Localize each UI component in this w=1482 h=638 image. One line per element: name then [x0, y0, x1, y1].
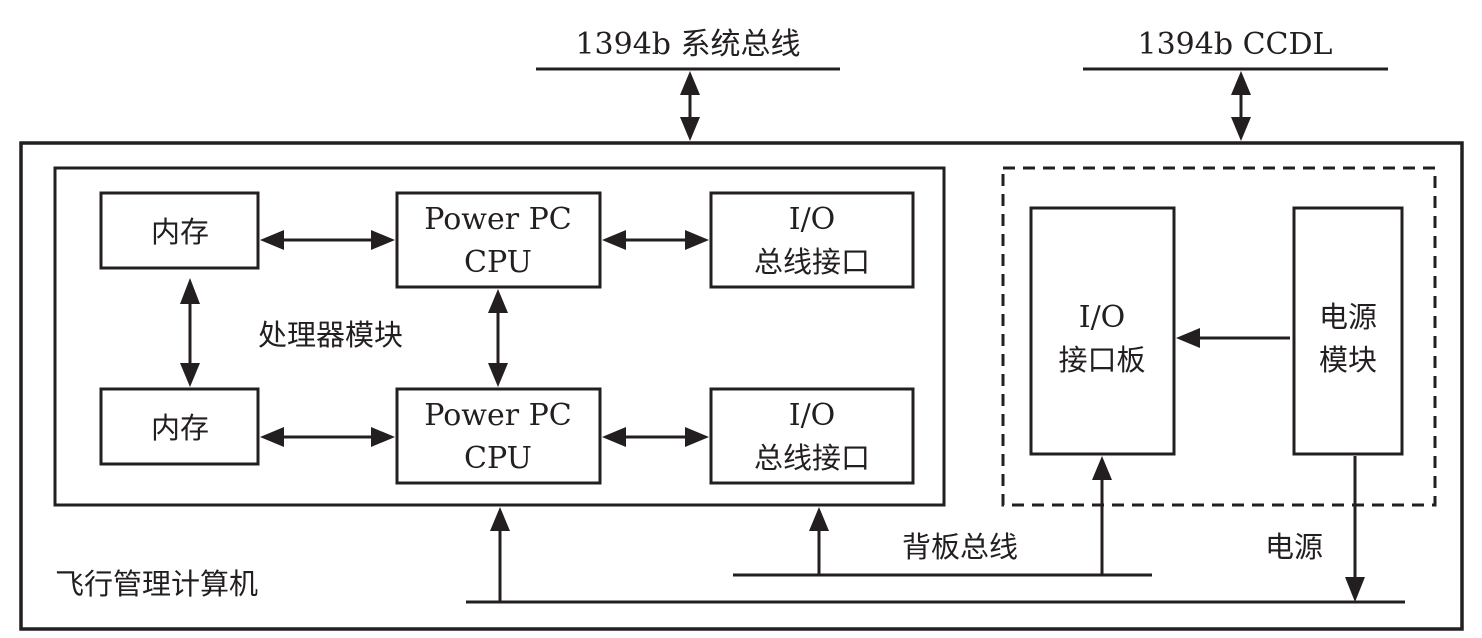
- cpu-label-bottom-line1: Power PC: [424, 398, 571, 433]
- ccdl-bidirectional-arrow: [1231, 71, 1251, 141]
- memory-memory-vertical-arrow: [180, 278, 200, 387]
- power-label: 电源: [1265, 530, 1323, 564]
- io-bus-interface-bottom-line2: 总线接口: [754, 441, 870, 475]
- computer-label: 飞行管理计算机: [55, 567, 258, 601]
- power-module-line2: 模块: [1319, 343, 1377, 377]
- system-bus-label: 1394b 系统总线: [575, 27, 800, 62]
- cpu-label-top-line2: CPU: [464, 245, 532, 280]
- cpu-box-top: [395, 191, 602, 289]
- backplane-to-processor-arrow: [809, 507, 829, 575]
- cpu-box-bottom: [395, 387, 602, 485]
- cpu-label-bottom-line2: CPU: [464, 441, 532, 476]
- io-interface-board-line1: I/O: [1079, 300, 1126, 335]
- io-bus-interface-top-line2: 总线接口: [754, 245, 870, 279]
- cpu-io-arrow-bottom: [602, 427, 709, 447]
- io-bus-interface-box-top: [709, 191, 915, 289]
- ccdl-bus-label: 1394b CCDL: [1138, 27, 1333, 62]
- memory-cpu-arrow-top: [260, 230, 395, 250]
- memory-box-bottom: [99, 387, 260, 466]
- backplane-to-io-board-arrow: [1092, 456, 1112, 575]
- processor-module-label: 处理器模块: [258, 318, 403, 352]
- system-bus-bidirectional-arrow: [680, 71, 700, 141]
- cpu-cpu-vertical-arrow: [488, 289, 508, 387]
- io-interface-board-box: [1029, 206, 1176, 456]
- power-module-box: [1292, 206, 1404, 456]
- backplane-bus-label: 背板总线: [902, 530, 1018, 564]
- io-interface-board-line2: 接口板: [1058, 343, 1145, 377]
- memory-cpu-arrow-bottom: [260, 427, 395, 447]
- cpu-io-arrow-top: [602, 230, 709, 250]
- io-bus-interface-box-bottom: [709, 387, 915, 485]
- memory-label-bottom: 内存: [151, 411, 209, 445]
- io-subsystem-dashed-frame: [1001, 166, 1437, 507]
- flight-management-computer-frame: [19, 141, 1464, 631]
- power-to-processor-arrow: [490, 507, 510, 602]
- power-module-line1: 电源: [1319, 300, 1377, 334]
- memory-label-top: 内存: [151, 215, 209, 249]
- io-bus-interface-bottom-line1: I/O: [789, 398, 836, 433]
- io-bus-interface-top-line1: I/O: [789, 202, 836, 237]
- cpu-label-top-line1: Power PC: [424, 202, 571, 237]
- power-module-to-io-board-arrow: [1176, 328, 1290, 348]
- memory-box-top: [99, 191, 260, 270]
- power-module-to-power-line-arrow: [1345, 456, 1365, 602]
